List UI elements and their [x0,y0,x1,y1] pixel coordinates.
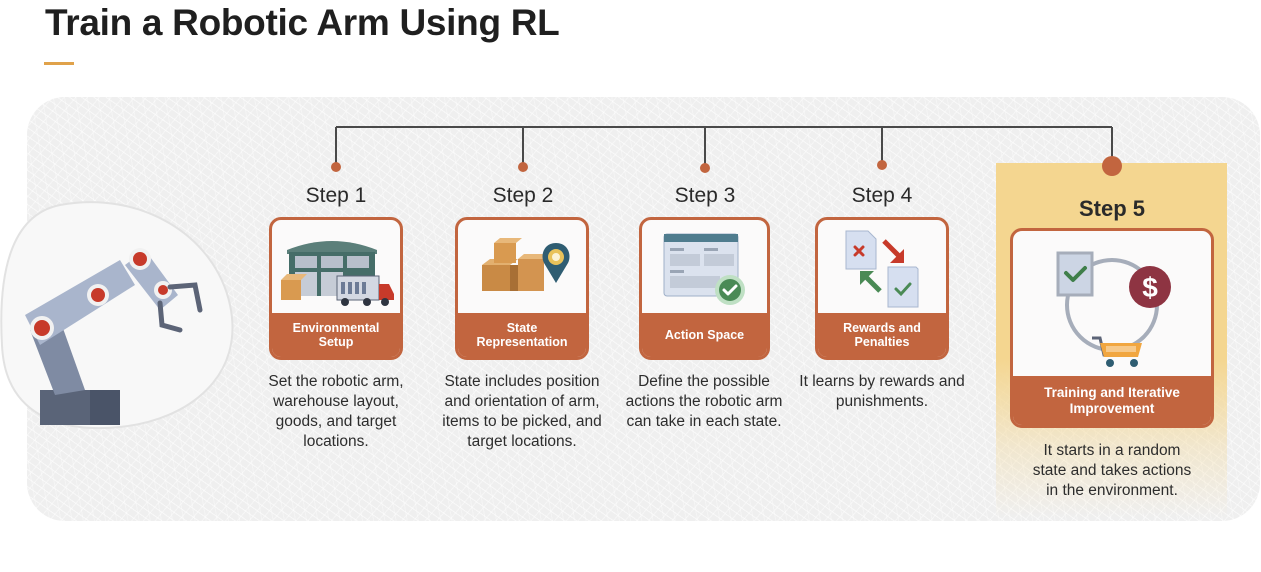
connector-dot-1 [331,162,341,172]
step-label-4: Step 4 [851,184,913,207]
title-underline [44,62,74,65]
connector-dot-2 [518,162,528,172]
connector-dot-5 [1102,156,1122,176]
step-card-3[interactable]: Action Space [639,217,770,360]
warehouse-truck-icon [281,241,394,306]
boxes-location-pin-icon [482,238,570,291]
step-card-4[interactable]: Rewards and Penalties [815,217,949,360]
step-description-1: Set the robotic arm, warehouse layout, g… [268,373,404,450]
svg-text:$: $ [1142,272,1158,303]
connector-dot-4 [877,160,887,170]
step-description-4: It learns by rewards and punishments. [799,373,965,410]
card-title-2: State Representation [458,313,586,357]
card-title-5: Training and Iterative Improvement [1013,376,1211,425]
form-checkmark-icon [663,233,745,305]
card-title-4: Rewards and Penalties [818,313,946,357]
cycle-check-dollar-cart-icon: $ [1056,251,1171,367]
card-title-1: Environmental Setup [272,313,400,357]
step-card-2[interactable]: State Representation [455,217,589,360]
step-label-1: Step 1 [305,184,367,207]
documents-exchange-icon [845,230,919,308]
step-description-3: Define the possible actions the robotic … [625,373,783,430]
robotic-arm-icon [0,201,234,430]
card-title-3: Action Space [642,313,767,357]
step-label-3: Step 3 [674,184,736,207]
page-title: Train a Robotic Arm Using RL [45,2,560,43]
step-label-2: Step 2 [492,184,554,207]
step-card-5[interactable]: $ Training and Iterative Improvement [1010,228,1214,428]
step-description-5: It starts in a random state and takes ac… [1032,442,1192,499]
connector-dot-3 [700,163,710,173]
step-description-2: State includes position and orientation … [442,373,602,450]
step-label-5: Step 5 [1078,196,1146,221]
step-card-1[interactable]: Environmental Setup [269,217,403,360]
